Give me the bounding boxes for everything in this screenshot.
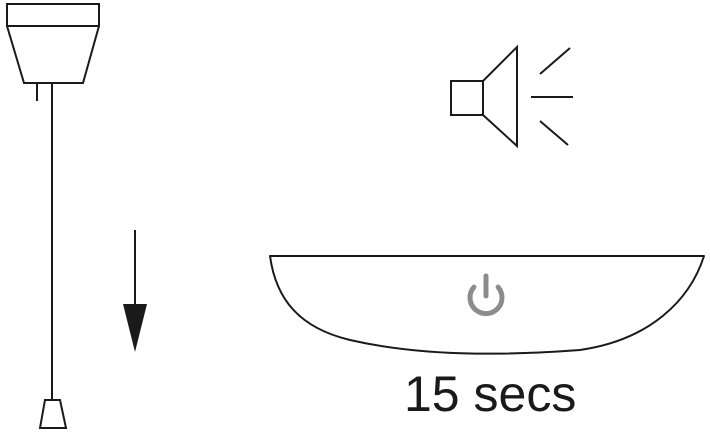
speaker-box <box>451 81 483 115</box>
power-icon[interactable] <box>470 276 502 314</box>
switch-body <box>7 26 99 83</box>
sound-wave-top <box>540 48 570 74</box>
speaker-sound-icon <box>451 47 573 146</box>
pull-cord-handle[interactable] <box>40 400 66 428</box>
ceiling-light-fixture-icon <box>270 256 704 354</box>
speaker-cone <box>483 47 517 146</box>
arrow-down-icon <box>123 230 147 352</box>
light-fixture-bowl <box>270 256 704 354</box>
pull-cord-switch-icon <box>7 4 99 428</box>
sound-wave-bottom <box>540 121 568 145</box>
duration-label: 15 secs <box>404 366 604 422</box>
switch-mount-plate <box>7 4 99 26</box>
